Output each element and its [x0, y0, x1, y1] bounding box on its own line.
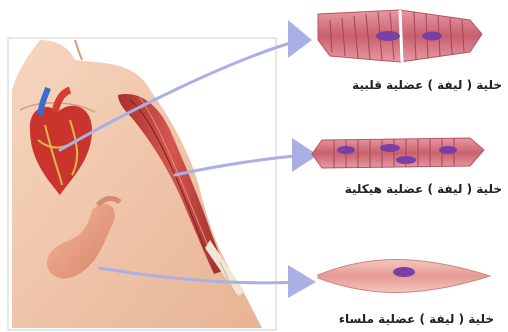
- skeletal-muscle-cell: [312, 138, 484, 168]
- smooth-muscle-cell: [318, 260, 490, 293]
- cardiac-muscle-label: خلية ( ليفة ) عضلية قلبية: [352, 78, 502, 92]
- smooth-muscle-label: خلية ( ليفة ) عضلية ملساء: [339, 312, 494, 326]
- skeletal-muscle-label: خلية ( ليفة ) عضلية هيكلية: [345, 182, 502, 196]
- cardiac-muscle-cell: [318, 10, 482, 62]
